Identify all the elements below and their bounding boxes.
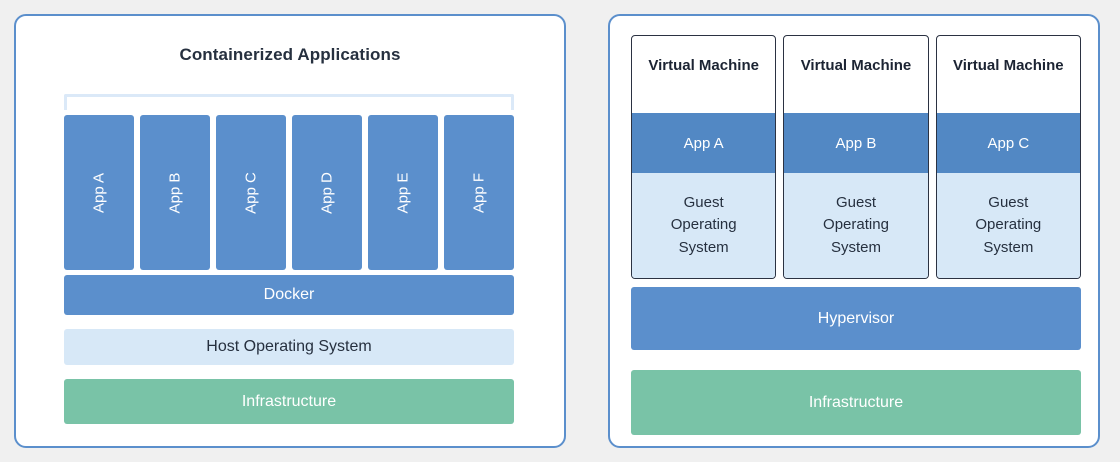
container-apps-row: App A App B App C App D App E App F [64, 115, 514, 270]
infrastructure-layer-vms: Infrastructure [631, 370, 1081, 435]
guest-os-line-3: System [678, 238, 729, 256]
virtual-machines-row: Virtual Machine App A Guest Operating Sy… [631, 35, 1081, 279]
guest-os-line-3: System [983, 238, 1034, 256]
guest-os-line-2: Operating [975, 216, 1042, 234]
containers-grouping-bracket [64, 94, 514, 110]
container-app-b: App B [140, 115, 210, 270]
virtual-machine-1-guest-os: Guest Operating System [632, 173, 776, 278]
virtual-machines-panel: Virtual Machine App A Guest Operating Sy… [608, 14, 1100, 448]
virtual-machine-1-app: App A [632, 113, 776, 173]
virtual-machine-3: Virtual Machine App C Guest Operating Sy… [935, 35, 1081, 279]
page-title: Containerized Applications [179, 45, 401, 64]
virtual-machine-3-title: Virtual Machine [953, 57, 1064, 74]
container-app-e: App E [368, 115, 438, 270]
containerized-applications-panel: Containerized Applications App A App B A… [14, 14, 566, 448]
virtual-machine-2-app: App B [784, 113, 928, 173]
virtual-machine-1: Virtual Machine App A Guest Operating Sy… [631, 35, 777, 279]
guest-os-line-1: Guest [835, 193, 876, 211]
guest-os-line-2: Operating [670, 216, 737, 234]
virtual-machine-1-title: Virtual Machine [648, 57, 759, 74]
container-app-a: App A [64, 115, 134, 270]
container-app-c: App C [216, 115, 286, 270]
docker-layer: Docker [64, 275, 514, 315]
container-app-d-label: App D [318, 171, 336, 214]
container-app-e-label: App E [394, 172, 412, 213]
host-operating-system-layer: Host Operating System [64, 329, 514, 365]
virtual-machine-2-title: Virtual Machine [800, 57, 912, 74]
container-app-f-label: App F [470, 172, 488, 213]
container-app-f: App F [444, 115, 514, 270]
hypervisor-layer: Hypervisor [631, 287, 1081, 350]
virtual-machine-2: Virtual Machine App B Guest Operating Sy… [783, 35, 929, 279]
guest-os-line-1: Guest [683, 193, 724, 211]
virtual-machine-2-guest-os: Guest Operating System [784, 173, 928, 278]
guest-os-line-2: Operating [823, 216, 889, 234]
guest-os-line-3: System [830, 238, 881, 256]
virtual-machine-3-guest-os: Guest Operating System [936, 173, 1080, 278]
container-app-b-label: App B [166, 172, 184, 213]
infrastructure-layer-containers: Infrastructure [64, 379, 514, 424]
container-app-c-label: App C [242, 171, 260, 214]
container-app-d: App D [292, 115, 362, 270]
container-app-a-label: App A [90, 172, 108, 213]
guest-os-line-1: Guest [988, 193, 1029, 211]
virtual-machine-3-app: App C [936, 113, 1080, 173]
